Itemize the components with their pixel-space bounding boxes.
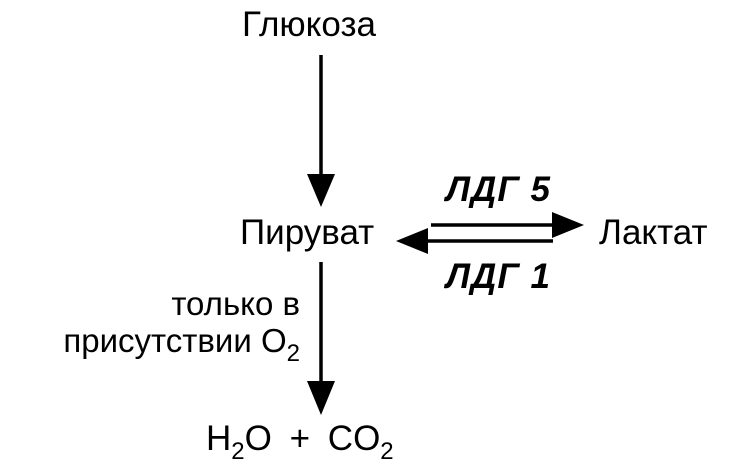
co2-text: CO [327, 419, 381, 458]
water-o: O [244, 419, 272, 458]
ldh1-enzyme-label: ЛДГ 1 [446, 257, 551, 296]
glucose-label: Глюкоза [242, 5, 376, 44]
arrow-pyruvate-to-products [307, 262, 335, 415]
condition-line-2-text: присутствии O [63, 321, 287, 359]
water-subscript: 2 [231, 438, 245, 465]
co2-subscript: 2 [380, 438, 394, 465]
lactate-label: Лактат [599, 213, 708, 252]
oxygen-condition-note: только в присутствии O2 [8, 285, 300, 367]
water-h: H [206, 419, 232, 458]
arrow-glucose-to-pyruvate [307, 55, 335, 207]
pyruvate-label: Пируват [240, 213, 375, 252]
condition-oxygen-subscript: 2 [286, 339, 300, 367]
arrow-pyruvate-to-lactate [431, 212, 584, 238]
condition-line-1: только в [171, 285, 300, 322]
products-label: H2O + CO2 [206, 419, 394, 464]
condition-line-2: присутствии O2 [8, 321, 300, 367]
plus-sign: + [289, 419, 311, 458]
ldh5-enzyme-label: ЛДГ 5 [446, 170, 551, 209]
arrow-lactate-to-pyruvate [396, 228, 553, 254]
